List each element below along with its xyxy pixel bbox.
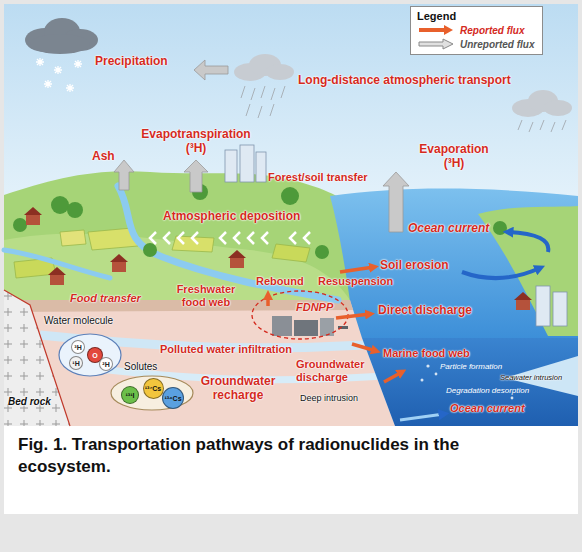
legend-text: Unreported flux xyxy=(460,39,534,50)
pathway-label: Seawater intrusion xyxy=(500,374,562,383)
label-slot: Deep intrusion xyxy=(300,393,358,403)
pathway-label: Soil erosion xyxy=(380,259,449,273)
legend-sample xyxy=(417,24,455,36)
atom-circle: ¹³⁷Cs xyxy=(143,378,164,399)
atom-circle: ¹H xyxy=(69,356,83,370)
legend-row: Unreported flux xyxy=(417,38,534,50)
label-slot: Precipitation xyxy=(95,55,168,69)
atom-symbol: ¹H xyxy=(72,360,79,367)
inset-ellipse: Water molecule³HO¹H²H xyxy=(58,333,122,377)
atom-symbol: O xyxy=(92,352,97,359)
label-slot: Atmospheric deposition xyxy=(163,210,300,224)
inset-ellipse: Solutes¹³¹I¹³⁷Cs¹³⁴Cs xyxy=(110,375,194,411)
label-slot: Groundwater recharge xyxy=(196,375,280,403)
label-slot: Forest/soil transfer xyxy=(268,171,368,184)
pathway-label: Polluted water infiltration xyxy=(160,343,292,356)
caption-slot: Fig. 1. Transportation pathways of radio… xyxy=(18,434,503,478)
label-slot: FDNPP xyxy=(296,301,333,314)
pathway-label: Deep intrusion xyxy=(300,393,358,403)
label-slot: Evaporation (³H) xyxy=(412,143,496,171)
atom-symbol: ¹³¹I xyxy=(126,392,135,399)
pathway-label: Marine food web xyxy=(383,347,470,360)
label-slot: Resuspension xyxy=(318,275,393,288)
label-slot: Ocean current xyxy=(408,222,489,236)
label-slot: Rebound xyxy=(256,275,304,288)
label-slot: Polluted water infiltration xyxy=(160,343,292,356)
inset-heading: Water molecule xyxy=(44,315,113,326)
heading-slot: Water molecule xyxy=(44,315,113,326)
atom-circle: ³H xyxy=(71,340,85,354)
atom-circle: ¹³¹I xyxy=(121,386,139,404)
atom-symbol: ¹³⁴Cs xyxy=(164,395,181,402)
pathway-label: Ash xyxy=(92,150,115,164)
label-slot: Long-distance atmospheric transport xyxy=(298,74,511,88)
pathway-label: Rebound xyxy=(256,275,304,288)
legend-text: Reported flux xyxy=(460,25,524,36)
atom-circle: ¹³⁴Cs xyxy=(162,387,184,409)
label-slot: Groundwater discharge xyxy=(296,358,378,383)
pathway-label: Atmospheric deposition xyxy=(163,210,300,224)
atom-symbol: ³H xyxy=(74,344,81,351)
pathway-label: Precipitation xyxy=(95,55,168,69)
label-slot: Food transfer xyxy=(70,292,141,305)
pathway-label: Groundwater discharge xyxy=(296,358,378,383)
pathway-label: Ocean current xyxy=(408,222,489,236)
label-slot: Ocean current xyxy=(450,402,525,415)
pathway-label: Resuspension xyxy=(318,275,393,288)
legend-sample xyxy=(417,38,455,50)
inset-heading: Solutes xyxy=(124,361,157,372)
pathway-label: Degradation desorption xyxy=(446,386,529,395)
pathway-label: Forest/soil transfer xyxy=(268,171,368,184)
pathway-label: Groundwater recharge xyxy=(196,375,280,403)
pathway-label: Food transfer xyxy=(70,292,141,305)
pathway-label: Evapotranspiration (³H) xyxy=(130,128,262,156)
label-slot: Marine food web xyxy=(383,347,470,360)
figure-caption: Fig. 1. Transportation pathways of radio… xyxy=(18,434,503,478)
atom-circle: ²H xyxy=(99,357,113,371)
label-slot: Degradation desorption xyxy=(446,386,529,395)
pathway-label: Long-distance atmospheric transport xyxy=(298,74,511,88)
label-slot: Evapotranspiration (³H) xyxy=(130,128,262,156)
label-slot: Particle formation xyxy=(440,362,502,371)
pathway-label: FDNPP xyxy=(296,301,333,314)
pathway-label: Particle formation xyxy=(440,362,502,371)
pathway-label: Bed rock xyxy=(8,396,51,408)
label-slot: Soil erosion xyxy=(380,259,449,273)
atom-symbol: ²H xyxy=(102,361,109,368)
pathway-label: Ocean current xyxy=(450,402,525,415)
pathway-label: Evaporation (³H) xyxy=(412,143,496,171)
label-slot: Freshwater food web xyxy=(170,283,242,308)
pathway-label: Freshwater food web xyxy=(170,283,242,308)
label-slot: Seawater intrusion xyxy=(500,374,562,383)
legend-heading: Legend xyxy=(417,10,534,22)
heading-slot: Solutes xyxy=(124,361,157,372)
label-slot: Direct discharge xyxy=(378,304,472,318)
atom-symbol: ¹³⁷Cs xyxy=(145,385,162,392)
label-slot: Ash xyxy=(92,150,115,164)
legend-row: Reported flux xyxy=(417,24,534,36)
label-slot: Bed rock xyxy=(8,396,51,408)
legend-box: LegendReported fluxUnreported flux xyxy=(410,6,543,55)
pathway-label: Direct discharge xyxy=(378,304,472,318)
